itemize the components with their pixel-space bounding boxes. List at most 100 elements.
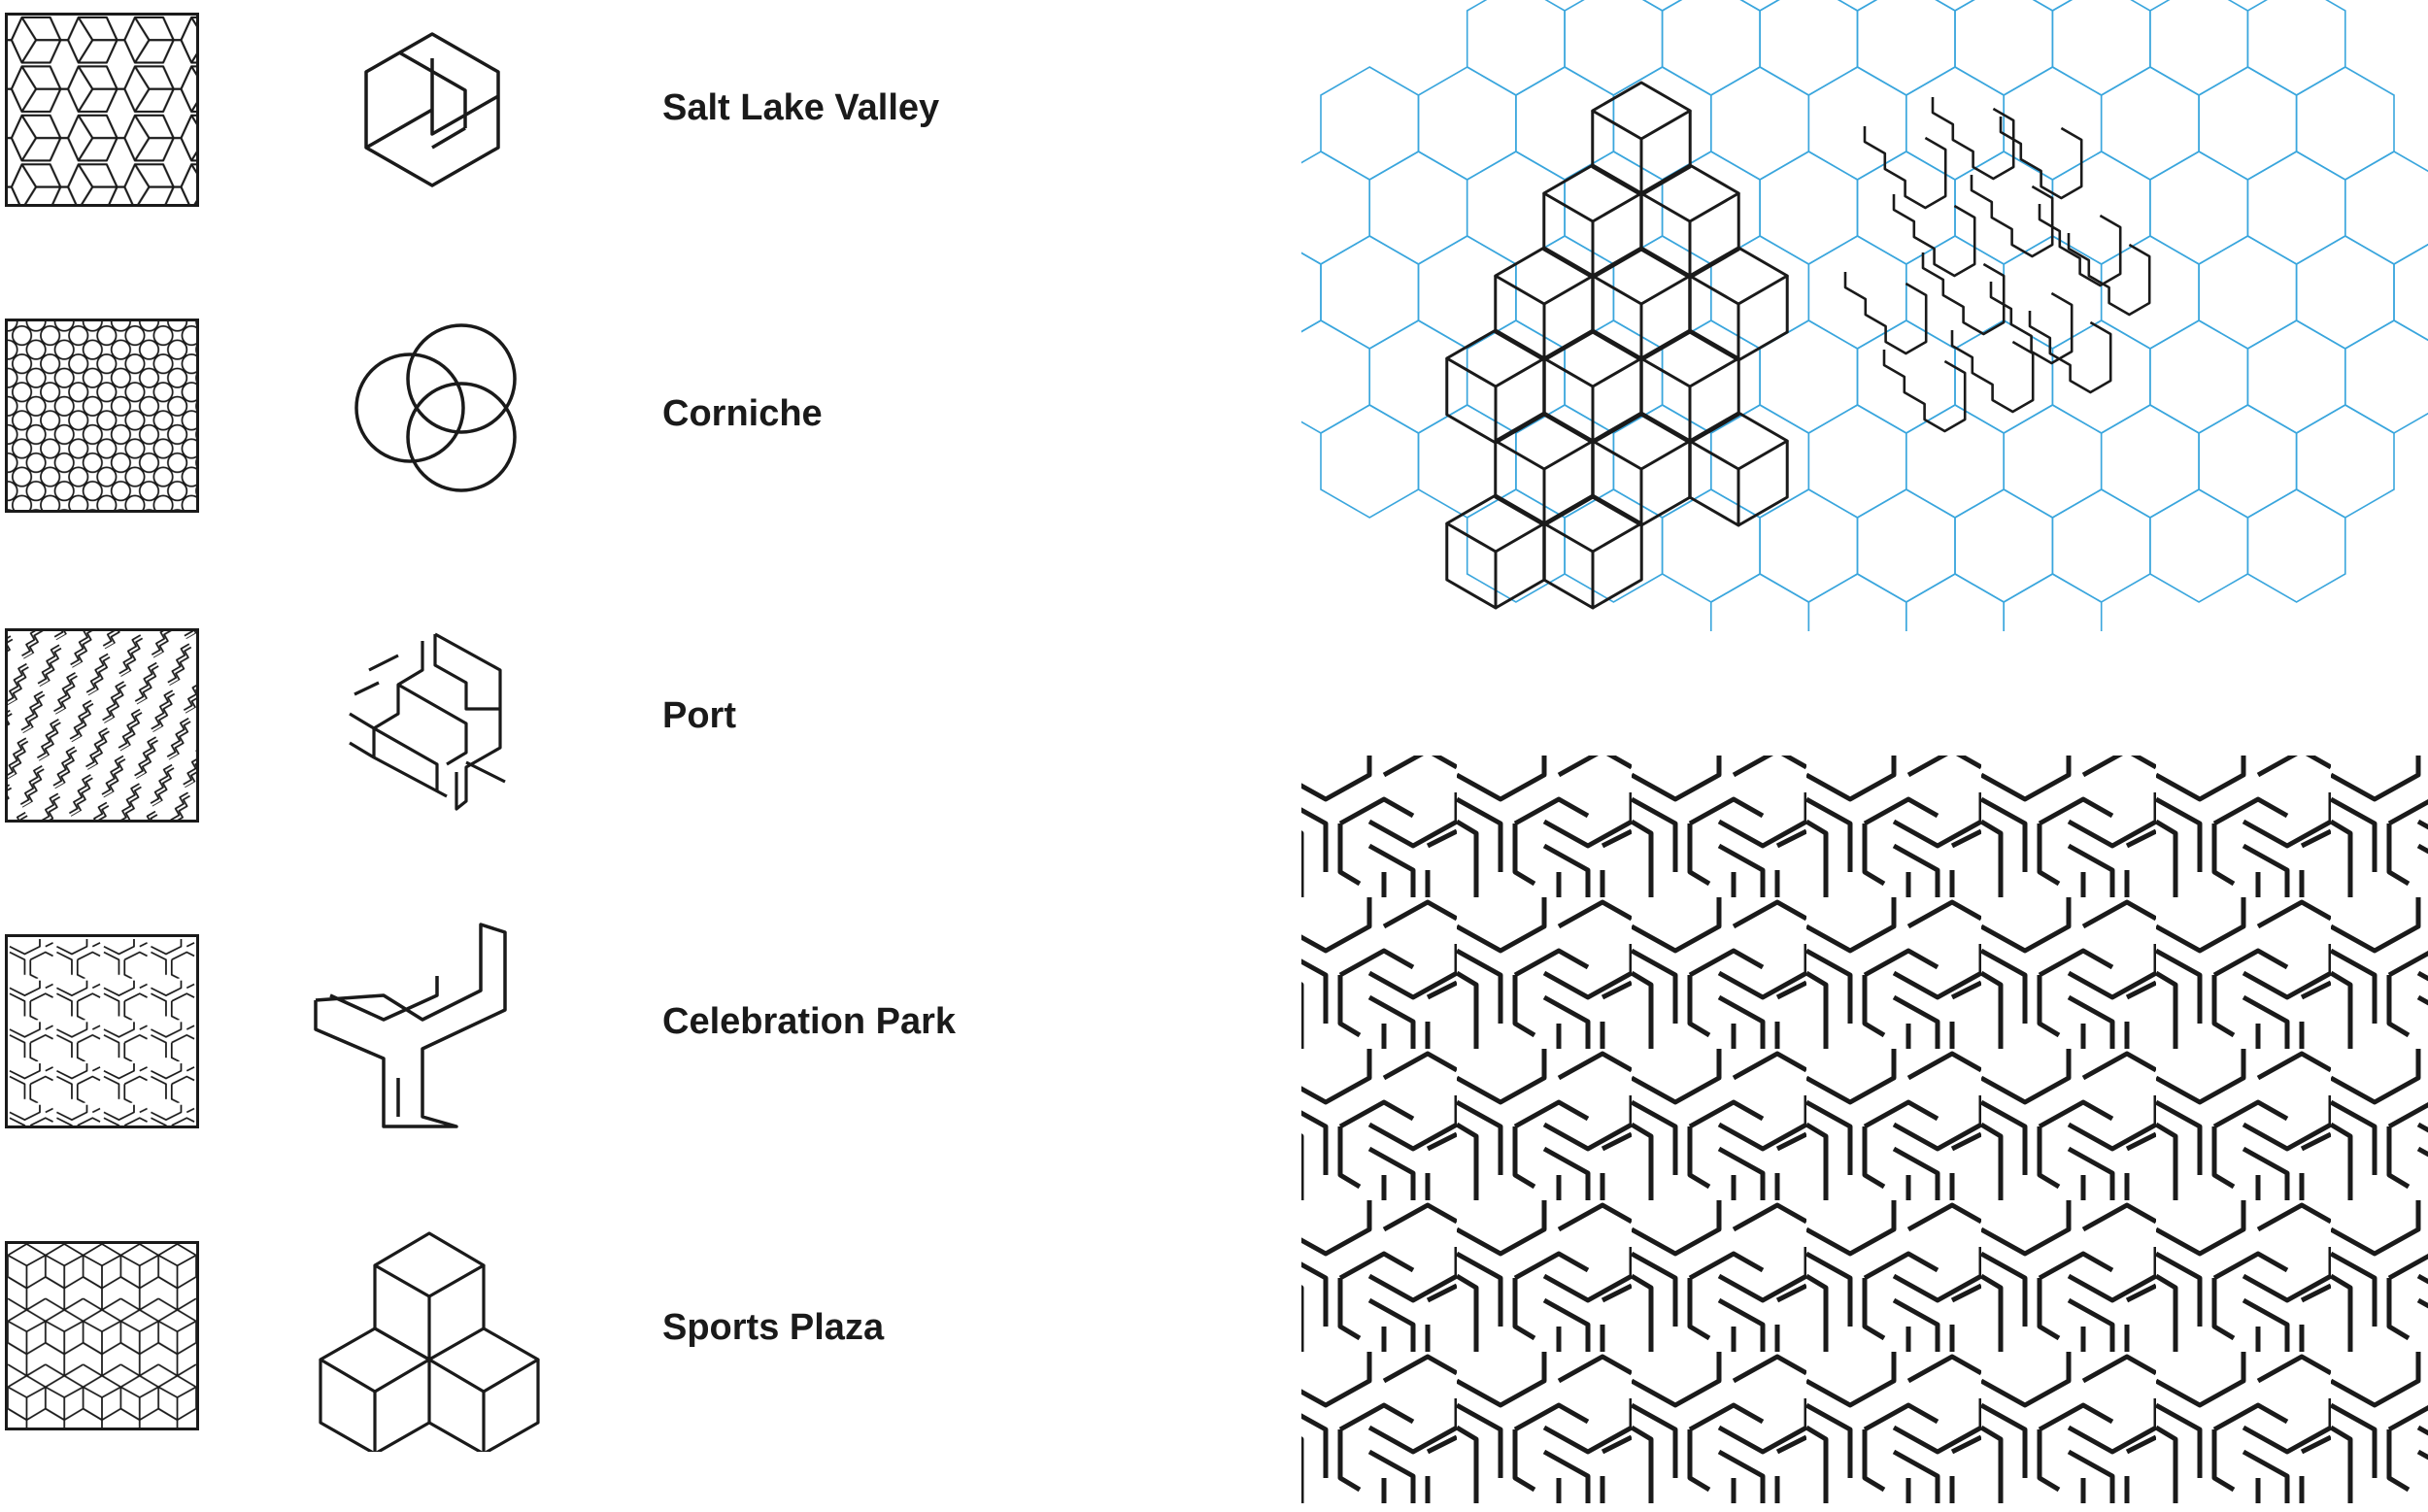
isometric-cube [1639,163,1740,280]
isometric-cube [1542,493,1643,610]
port-label: Port [662,695,736,736]
grid-hexagon [1709,573,1810,631]
grid-hexagon [2246,0,2346,96]
isometric-stair [1921,252,2006,336]
grid-hexagon [1759,319,1859,434]
port-pattern-swatch [5,628,199,823]
isometric-cube [1494,246,1595,362]
grid-hexagon [2051,488,2151,603]
grid-hexagon [1320,404,1420,519]
grid-hexagon [2003,235,2103,350]
grid-hexagon [2295,235,2395,350]
hexagon-grid-composition [1301,0,2428,631]
isometric-stair [1950,330,2035,414]
port-emblem [311,617,554,830]
isometric-stair [1843,272,1928,355]
isometric-cube [1591,246,1692,362]
corniche-emblem [311,311,554,524]
legend-row-sports-plaza: Sports Plaza [0,1228,1263,1462]
corniche-pattern-swatch [5,319,199,513]
grid-hexagon [2246,151,2346,265]
salt-lake-valley-label: Salt Lake Valley [662,87,940,128]
sports-plaza-emblem [311,1228,563,1452]
grid-hexagon [2198,404,2298,519]
grid-hexagon [1856,151,1956,265]
isometric-stair [2028,311,2112,394]
grid-hexagon [1935,0,1975,12]
grid-hexagon [2051,0,2151,96]
grid-hexagon [1301,252,1322,333]
isometric-cube [1542,163,1643,280]
celebration-park-pattern-swatch [5,934,199,1128]
grid-hexagon [2149,488,2249,603]
grid-hexagon [2393,243,2428,342]
isometric-cube [1639,328,1740,445]
grid-hexagon [2100,404,2200,519]
sports-plaza-pattern-swatch [5,1241,199,1430]
isometric-stair [2067,233,2151,317]
grid-hexagon [2003,573,2103,631]
grid-hexagon [1856,319,1956,434]
grid-hexagon [1515,66,1615,181]
salt-lake-valley-pattern-swatch [5,13,199,207]
legend-row-celebration-park: Celebration Park [0,923,1263,1156]
grid-hexagon [1612,66,1712,181]
grid-hexagon [1759,151,1859,265]
grid-hexagon [1709,66,1810,181]
grid-hexagon [1856,488,1956,603]
isometric-stair [1931,97,2015,181]
isometric-stair [1892,194,1976,278]
grid-hexagon [1954,488,2054,603]
grid-hexagon [1417,235,1517,350]
grid-hexagon [2051,319,2151,434]
grid-hexagon [2149,319,2249,434]
isometric-cube [1445,493,1546,610]
legend-row-salt-lake-valley: Salt Lake Valley [0,5,1263,238]
isometric-stair [1989,282,2074,365]
grid-hexagon [1837,0,1878,12]
woven-pattern-detail [1301,756,2428,1503]
grid-hexagon [2344,319,2428,434]
grid-hexagon [2344,151,2428,265]
grid-hexagon [2100,66,2200,181]
grid-hexagon [1641,0,1683,12]
legend-row-port: Port [0,617,1263,850]
celebration-park-emblem [311,923,554,1136]
isometric-stair [1882,350,1967,433]
grid-hexagon [2149,0,2249,96]
grid-hexagon [2295,66,2395,181]
legend-row-corniche: Corniche [0,311,1263,544]
sports-plaza-label: Sports Plaza [662,1307,885,1348]
grid-hexagon [1564,0,1664,96]
grid-hexagon [2003,404,2103,519]
isometric-stair [1999,117,2083,200]
grid-hexagon [1320,66,1420,181]
blue-hexagon-grid [1301,0,2428,631]
grid-hexagon [1466,151,1566,265]
grid-hexagon [2032,0,2074,12]
grid-hexagon [1807,404,1907,519]
grid-hexagon [1368,319,1468,434]
grid-hexagon [1954,0,2054,96]
isometric-cube [1591,81,1692,197]
grid-hexagon [1466,0,1566,96]
grid-hexagon [1807,573,1907,631]
isometric-cube [1688,246,1789,362]
grid-hexagon [2198,66,2298,181]
isometric-cubes-cluster [1445,81,1789,610]
grid-hexagon [1368,151,1468,265]
grid-hexagon [2246,488,2346,603]
isometric-stair [1863,126,1947,210]
salt-lake-valley-emblem [311,5,554,218]
grid-hexagon [2003,66,2103,181]
celebration-park-label: Celebration Park [662,1001,956,1042]
grid-hexagon [1661,0,1761,96]
grid-hexagon [1301,151,1370,265]
woven-tri-arm-pattern [1301,756,2428,1503]
grid-hexagon [1739,0,1780,12]
isometric-cube [1688,411,1789,527]
corniche-label: Corniche [662,393,823,434]
grid-hexagon [1301,319,1370,434]
grid-hexagon [1905,404,2006,519]
grid-hexagon [1417,66,1517,181]
